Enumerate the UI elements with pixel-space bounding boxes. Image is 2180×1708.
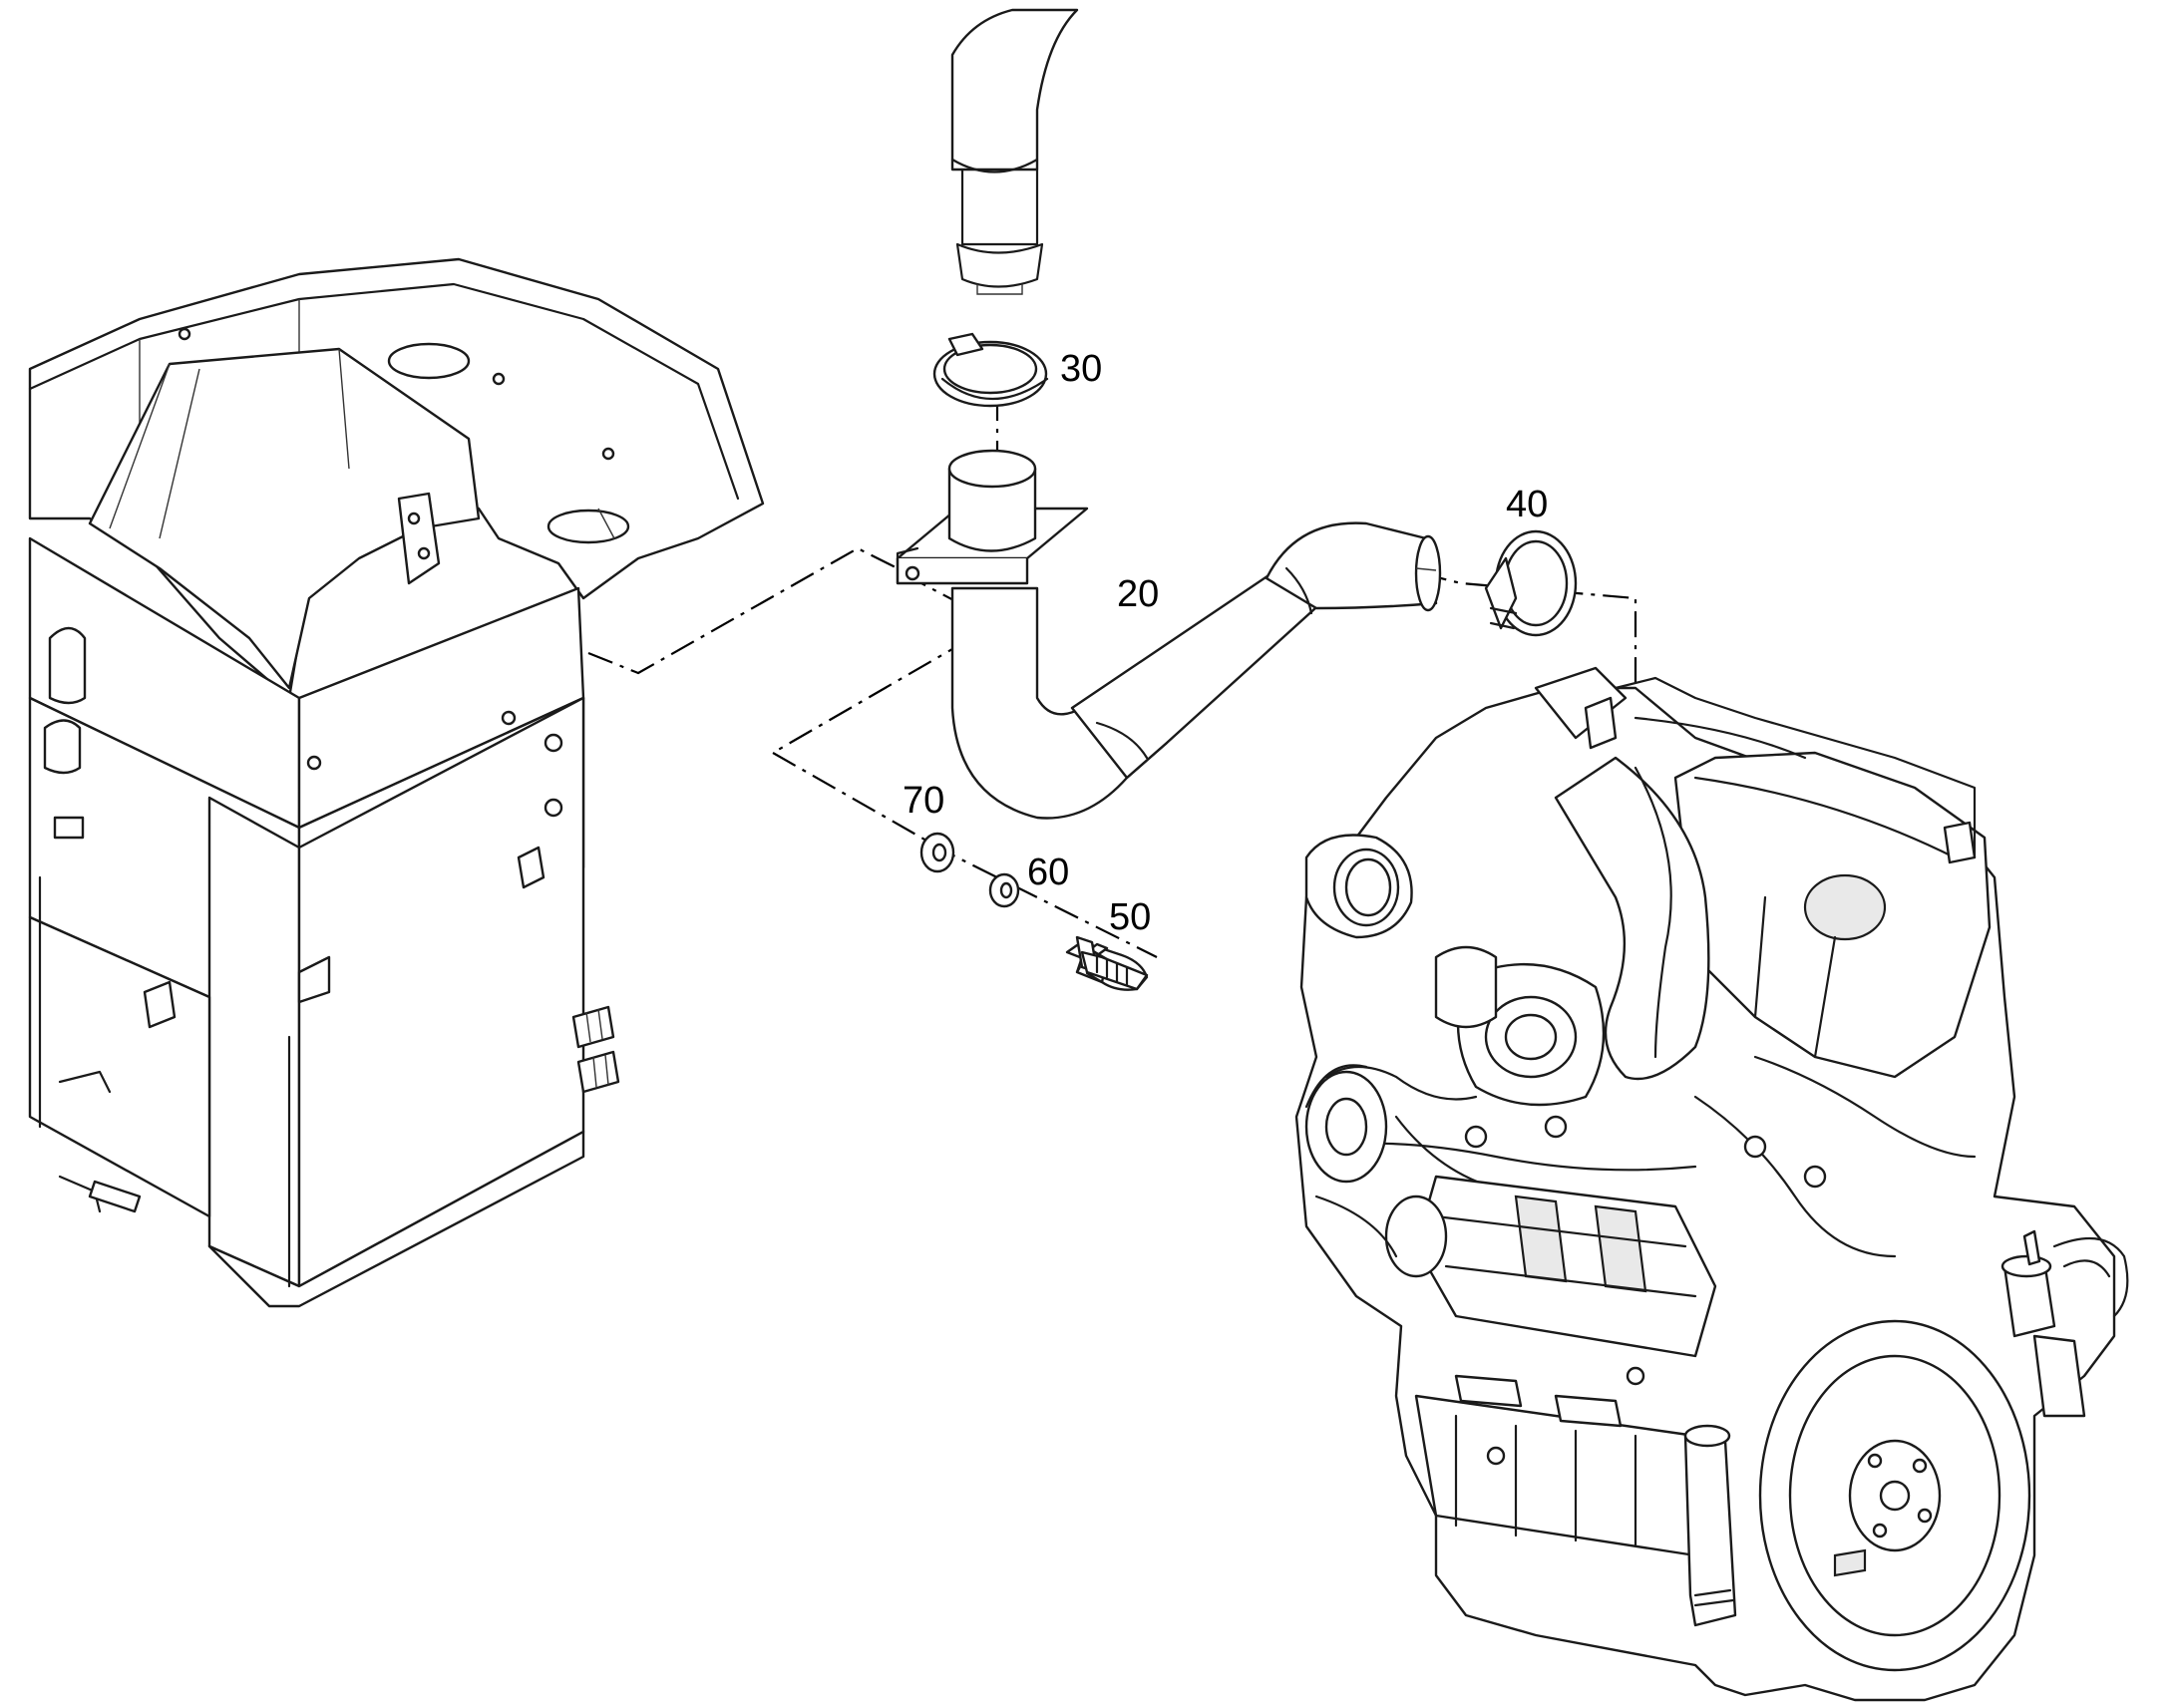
- washer-70: [919, 832, 955, 873]
- callout-20: 20: [1117, 573, 1159, 615]
- bolt-50: [1065, 935, 1149, 991]
- callout-60: 60: [1027, 852, 1069, 893]
- washer-60: [988, 872, 1020, 908]
- callout-40: 40: [1506, 484, 1548, 525]
- band-clamp-30: [932, 332, 1049, 408]
- callout-50: 50: [1109, 896, 1151, 938]
- callout-30: 30: [1060, 348, 1102, 390]
- hood-enclosure-assembly: [28, 257, 765, 1308]
- band-clamp-40: [1484, 529, 1578, 637]
- exhaust-pipe-20: [896, 449, 1442, 820]
- engine-assembly: [1294, 666, 2129, 1702]
- upper-exhaust-hose: [950, 8, 1079, 295]
- callout-70: 70: [903, 780, 944, 822]
- callout-labels: 20 30 40 50 60 70: [903, 348, 1548, 938]
